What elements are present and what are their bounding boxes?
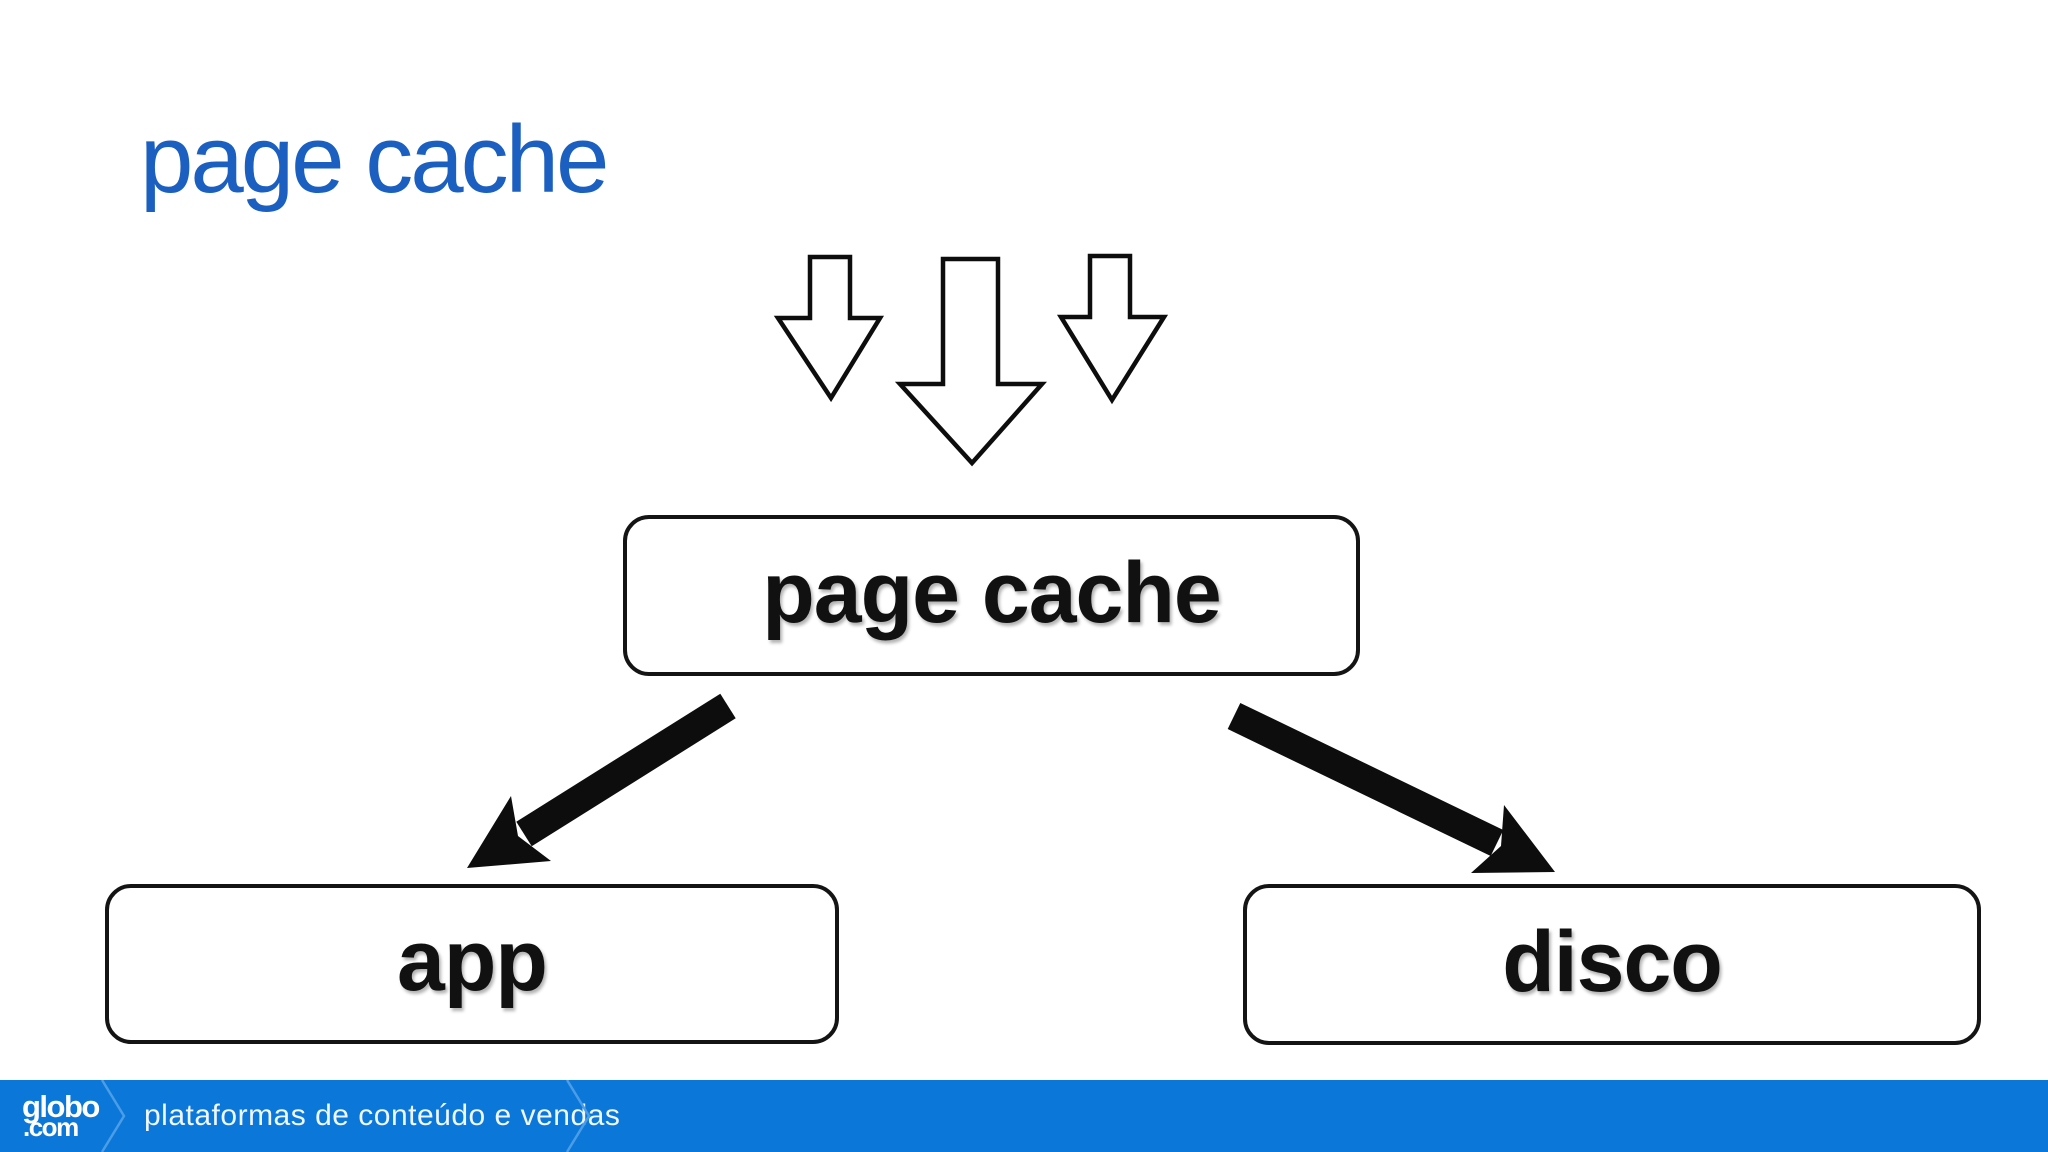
down-arrow-icon (894, 256, 1047, 467)
diagonal-arrow-icon (467, 796, 551, 868)
diagonal-arrow-icon (1471, 805, 1555, 873)
globo-logo: globo .com (22, 1088, 100, 1142)
chevron-right-icon (100, 1080, 126, 1152)
incoming-traffic-arrows (773, 253, 1169, 467)
node-disco: disco (1243, 884, 1981, 1045)
footer-bar: globo .com plataformas de conteúdo e ven… (0, 1080, 2048, 1152)
globo-logo-line1: globo (22, 1088, 100, 1124)
slide-title: page cache (140, 106, 609, 213)
down-arrow-icon (773, 254, 885, 403)
globo-logo-line2: .com (23, 1111, 79, 1142)
node-page-cache-label: page cache (762, 544, 1221, 641)
down-arrow-icon (1056, 253, 1169, 405)
node-page-cache: page cache (623, 515, 1360, 676)
node-app: app (105, 884, 839, 1044)
node-app-label: app (397, 913, 548, 1009)
footer-breadcrumb: plataformas de conteúdo e vendas (144, 1099, 621, 1132)
node-disco-label: disco (1502, 913, 1723, 1010)
chevron-right-icon (565, 1080, 591, 1152)
edge-arrow-to-app (467, 693, 736, 868)
edge-arrow-to-disco (1227, 702, 1555, 873)
